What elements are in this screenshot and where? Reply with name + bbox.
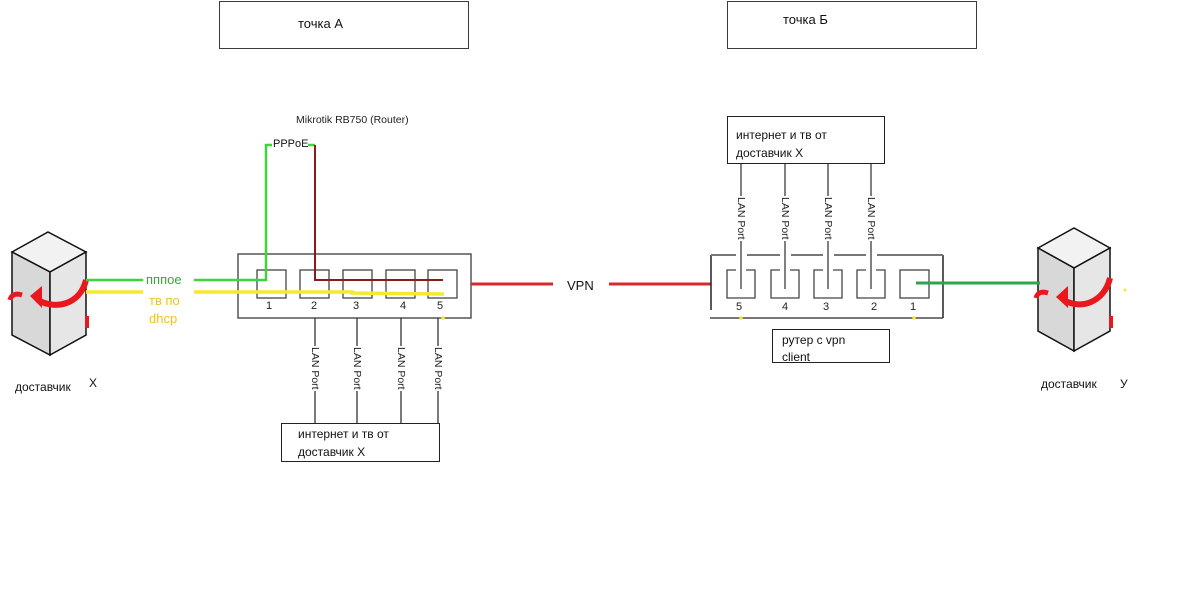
- pppoe-link-label: пппое: [146, 272, 182, 287]
- router-b-port-2-label: 2: [871, 301, 878, 313]
- router-b-caption-line2: client: [782, 350, 811, 363]
- router-b-port-5: [726, 269, 756, 299]
- point-b-box: точка Б: [727, 1, 977, 49]
- router-a-ports: [256, 269, 458, 299]
- router-b-caption-box: рутер с vpn client: [772, 329, 890, 363]
- router-a-port-2-label: 2: [311, 300, 318, 312]
- router-b-port-4: [770, 269, 800, 299]
- router-b-chassis: [710, 254, 944, 319]
- router-a-title: Mikrotik RB750 (Router): [296, 114, 409, 126]
- router-a-port-4-label: 4: [400, 300, 407, 312]
- provider-y-name: доставчик: [1041, 377, 1097, 391]
- router-b-lan-box-line1: интернет и тв от: [736, 128, 827, 142]
- point-a-label: точка А: [298, 16, 344, 31]
- provider-y-server-icon: [1033, 227, 1113, 353]
- router-b-lan-box-line2: доставчик X: [736, 146, 804, 160]
- router-b-lan-label-4: LAN Port: [865, 196, 877, 241]
- router-b-port-4-label: 4: [782, 301, 789, 313]
- router-a-port-3-label: 3: [353, 300, 360, 312]
- router-b-lan-label-1: LAN Port: [735, 196, 747, 241]
- router-a-port-1[interactable]: [256, 269, 287, 299]
- provider-x-name: доставчик: [15, 380, 71, 394]
- router-a-lan-label-3: LAN Port: [395, 346, 407, 391]
- provider-y-suffix: У: [1120, 377, 1128, 391]
- router-a-port-1-label: 1: [266, 300, 273, 312]
- router-a-port-3[interactable]: [342, 269, 373, 299]
- provider-x-suffix: X: [89, 376, 98, 390]
- router-a-lan-box: интернет и тв от доставчик X: [281, 423, 440, 462]
- tv-link-label-line2: dhcp: [149, 311, 178, 326]
- router-b-lan-label-2: LAN Port: [779, 196, 791, 241]
- router-a-port-4[interactable]: [385, 269, 416, 299]
- router-b-port-2: [856, 269, 886, 299]
- router-a-lan-lines: [314, 318, 439, 423]
- router-b-port-3-label: 3: [823, 301, 830, 313]
- router-a-lan-box-line2: доставчик X: [298, 445, 366, 459]
- router-a-lan-label-2: LAN Port: [351, 346, 363, 391]
- router-b-lan-box: интернет и тв от доставчик X: [727, 116, 885, 164]
- router-a-lan-label-1: LAN Port: [309, 346, 321, 391]
- pppoe-label: PPPoE: [273, 138, 309, 150]
- point-b-label: точка Б: [783, 12, 828, 27]
- router-b-lan-lines: [740, 163, 872, 289]
- pppoe-link-line-2: [194, 143, 272, 282]
- wan-internal-line: [314, 145, 443, 281]
- router-b-port-5-label: 5: [736, 301, 743, 313]
- router-a-lan-label-4: LAN Port: [432, 346, 444, 391]
- router-b-lan-label-3: LAN Port: [822, 196, 834, 241]
- vpn-link-label: VPN: [567, 278, 594, 293]
- router-b-caption-line1: рутер с vpn: [782, 333, 846, 347]
- point-a-box: точка А: [219, 1, 469, 49]
- tv-link-label-line1: тв по: [149, 293, 180, 308]
- router-a-port-5-label: 5: [437, 300, 444, 312]
- provider-x-server-icon: [7, 231, 89, 357]
- router-b-port-1-label: 1: [910, 301, 917, 313]
- router-a-chassis: [237, 253, 472, 319]
- router-b-port-3: [813, 269, 843, 299]
- router-a-port-5[interactable]: [427, 269, 458, 299]
- router-a-lan-box-line1: интернет и тв от: [298, 427, 389, 441]
- tv-link-line-2: [194, 290, 445, 296]
